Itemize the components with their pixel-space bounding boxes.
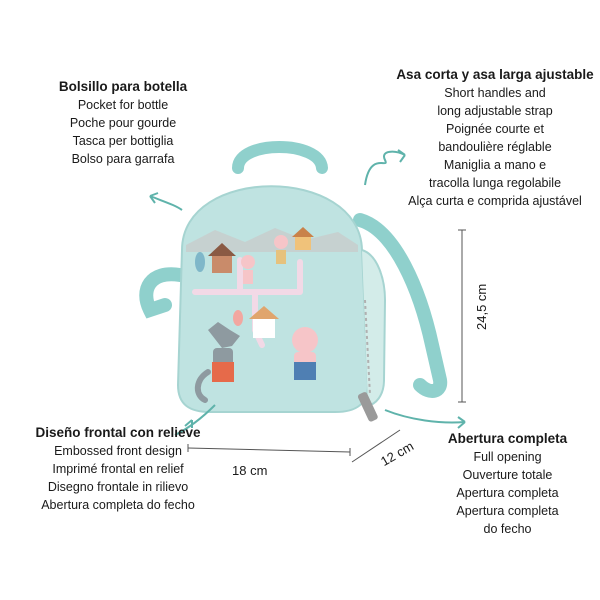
handles-label: Asa corta y asa larga ajustable Short ha… <box>395 66 595 210</box>
handles-line: Short handles and <box>444 86 546 100</box>
opening-line: Ouverture totale <box>462 468 553 482</box>
pocket-line: Tasca per bottiglia <box>72 134 174 148</box>
handles-line: bandoulière réglable <box>438 140 552 154</box>
front-title: Diseño frontal con relieve <box>35 425 201 440</box>
lunch-bag-illustration <box>176 185 387 422</box>
pig-figure <box>274 235 288 249</box>
handles-line: Poignée courte et <box>446 122 544 136</box>
arrow-pocket <box>149 195 183 211</box>
opening-title: Abertura completa <box>447 431 568 446</box>
pocket-line: Poche pour gourde <box>69 116 177 130</box>
opening-line: do fecho <box>483 522 532 536</box>
opening-line: Full opening <box>473 450 542 464</box>
pocket-title: Bolsillo para botella <box>58 79 188 94</box>
pocket-line: Pocket for bottle <box>77 98 169 112</box>
house-icon <box>292 227 314 250</box>
pocket-line: Bolso para garrafa <box>71 152 175 166</box>
opening-label: Abertura completa Full opening Ouverture… <box>420 430 595 538</box>
arrow-handles <box>364 150 406 186</box>
opening-line: Apertura completa <box>456 504 559 518</box>
arrow-front <box>174 404 216 436</box>
front-line: Embossed front design <box>54 444 182 458</box>
house-icon <box>249 306 279 338</box>
handles-line: Alça curta e comprida ajustável <box>408 194 582 208</box>
front-line: Abertura completa do fecho <box>41 498 195 512</box>
height-dimension: 24,5 cm <box>474 283 489 330</box>
handles-line: Maniglia a mano e <box>443 158 547 172</box>
front-line: Disegno frontale in rilievo <box>47 480 189 494</box>
handles-line: tracolla lunga regolabile <box>428 176 562 190</box>
top-handle <box>232 141 328 174</box>
handles-title: Asa corta y asa larga ajustable <box>396 67 594 82</box>
width-line <box>187 447 351 453</box>
front-label: Diseño frontal con relieve Embossed fron… <box>18 424 218 514</box>
strap-left <box>139 267 187 319</box>
depth-line <box>351 429 401 463</box>
wolf-figure <box>194 322 240 403</box>
pig-figure <box>292 327 318 380</box>
pig-figure <box>241 255 255 269</box>
pocket-label: Bolsillo para botella Pocket for bottle … <box>38 78 208 168</box>
strap-right <box>353 213 448 398</box>
zipper-pull <box>357 392 378 422</box>
handles-line: long adjustable strap <box>437 104 553 118</box>
arrow-opening <box>384 409 466 424</box>
house-icon <box>208 243 236 273</box>
front-line: Imprimé frontal en relief <box>52 462 184 476</box>
width-dimension: 18 cm <box>232 463 268 478</box>
opening-line: Apertura completa <box>456 486 559 500</box>
